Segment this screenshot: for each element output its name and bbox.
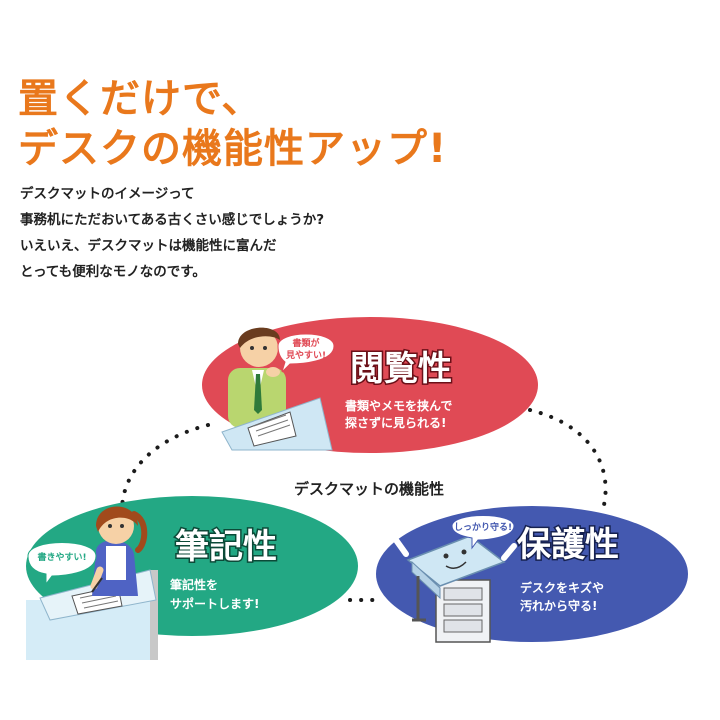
feature-viewing: 書類が 見やすい! 閲覧性 書類やメモを挟んで 探さずに見られる! [202,317,538,453]
intro-line-3: いえいえ、デスクマットは機能性に富んだ [20,238,277,254]
protection-desc-line-1: デスクをキズや [520,580,604,595]
features-diagram: 書類が 見やすい! 閲覧性 書類やメモを挟んで 探さずに見られる! デスクマット… [26,317,688,660]
writing-title: 筆記性 [175,527,277,567]
headline-line-1: 置くだけで、 [18,76,263,122]
writing-desc-line-2: サポートします! [170,596,259,611]
headline-line-2: デスクの機能性アップ! [18,126,448,172]
feature-writing: 書きやすい! 筆記性 筆記性を サポートします! [26,496,358,660]
intro-line-2: 事務机にただおいてある古くさい感じでしょうか? [20,212,325,228]
viewing-title: 閲覧性 [350,349,452,389]
protection-bubble-text: しっかり守る! [454,521,512,533]
protection-desc-line-2: 汚れから守る! [520,598,597,613]
protection-desk-illustration [393,535,517,643]
viewing-speech-bubble: 書類が 見やすい! [277,333,335,373]
viewing-bubble-line-1: 書類が [292,337,320,349]
protection-title: 保護性 [517,525,619,565]
viewing-desk-illustration [221,397,333,451]
intro-line-1: デスクマットのイメージって [20,186,195,202]
viewing-bubble-line-2: 見やすい! [285,350,326,361]
intro-line-4: とっても便利なモノなのです。 [20,264,206,280]
writing-person-illustration [90,506,148,596]
connector-right [528,408,608,507]
dotted-connectors [119,408,608,602]
protection-speech-bubble: しっかり守る! [451,515,515,550]
feature-protection: しっかり守る! 保護性 デスクをキズや 汚れから守る! [376,506,688,643]
center-label: デスクマットの機能性 [294,480,444,498]
writing-desc-line-1: 筆記性を [170,577,218,592]
intro-text: デスクマットのイメージって 事務机にただおいてある古くさい感じでしょうか? いえ… [20,181,324,285]
viewing-person-illustration [228,327,286,428]
viewing-desc-line-1: 書類やメモを挟んで [345,398,452,413]
writing-speech-bubble: 書きやすい! [27,542,97,586]
viewing-desc-line-2: 探さずに見られる! [345,415,446,430]
headline: 置くだけで、 デスクの機能性アップ! [18,74,447,174]
connector-left [119,423,210,517]
writing-bubble-text: 書きやすい! [37,551,86,563]
